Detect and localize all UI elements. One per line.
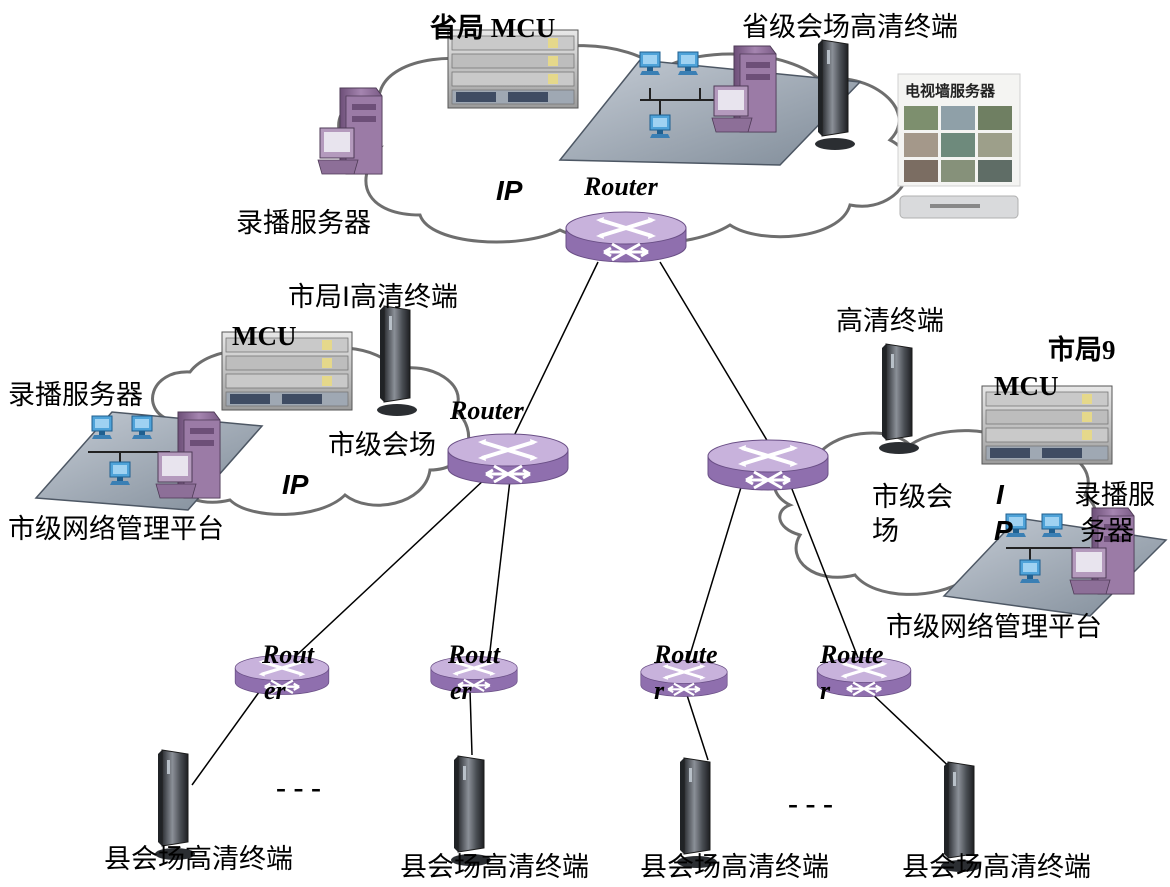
city-left-pc-2 <box>131 415 153 440</box>
city-left-nms-label: 市级网络管理平台 <box>8 514 224 545</box>
city-right-router <box>706 438 830 492</box>
province-router <box>564 210 688 264</box>
county-terminal-2 <box>450 755 492 867</box>
city-right-mcu-label: MCU <box>994 371 1059 401</box>
city-right-nms-label: 市级网络管理平台 <box>886 612 1102 643</box>
ellipsis-left: - - - <box>276 771 321 804</box>
city-left-venue-label: 市级会场 <box>328 430 436 461</box>
city-right-venue-label-line2: 场 <box>872 516 899 547</box>
city-right-ip-label-line2: P <box>994 515 1013 546</box>
county-terminal-3-label: 县会场高清终端 <box>640 852 829 883</box>
city-right-bureau-label: 市局9 <box>1048 335 1116 365</box>
county-router-4-label-line1: Route <box>820 640 884 669</box>
province-lan-segment <box>558 59 862 166</box>
city-left-router <box>446 432 570 486</box>
tv-wall-server: 电视墙服务器 <box>897 73 1021 219</box>
tv-wall-title: 电视墙服务器 <box>905 82 996 100</box>
city-left-hd-terminal-label: 市局I高清终端 <box>288 282 458 313</box>
city-left-ip-label: IP <box>282 469 309 500</box>
city-right-venue-label-line1: 市级会 <box>872 482 953 513</box>
province-recording-server <box>317 87 383 175</box>
county-router-4-label-line2: r <box>820 676 831 705</box>
county-terminal-2-label: 县会场高清终端 <box>400 852 589 883</box>
county-router-2-label-line1: Rout <box>448 640 501 669</box>
province-pc-1 <box>639 51 661 76</box>
county-terminal-1-label: 县会场高清终端 <box>104 844 293 875</box>
county-router-1-label-line2: er <box>264 676 286 705</box>
county-router-1-label-line1: Rout <box>262 640 315 669</box>
city-right-hd-terminal-label: 高清终端 <box>836 306 944 337</box>
province-router-label: Router <box>584 172 658 201</box>
city-right-pc-2 <box>1041 513 1063 538</box>
province-pc-2 <box>677 51 699 76</box>
city-left-pc-1 <box>91 415 113 440</box>
city-right-hd-terminal <box>878 343 920 455</box>
city-left-recorder-label: 录播服务器 <box>8 380 143 411</box>
province-recorder-label: 录播服务器 <box>236 208 371 239</box>
county-terminal-4-label: 县会场高清终端 <box>902 852 1091 883</box>
network-links <box>191 261 959 786</box>
city-right-pc-3 <box>1019 559 1041 584</box>
county-router-3-label-line2: r <box>654 676 665 705</box>
province-pc-3 <box>649 114 671 139</box>
city-right-recorder-label-line1: 录播服 <box>1074 480 1155 511</box>
province-mcu-label: 省局 MCU <box>430 13 556 43</box>
city-left-mcu-label: MCU <box>232 321 297 351</box>
city-right-ip-label-line1: I <box>996 479 1004 510</box>
tv-wall-screens <box>904 106 1012 182</box>
county-router-3-label-line1: Route <box>654 640 718 669</box>
county-router-2-label-line2: er <box>450 676 472 705</box>
city-right-recorder-label-line2: 务器 <box>1080 516 1134 547</box>
province-ip-label: IP <box>496 175 523 206</box>
city-left-pc-3 <box>109 461 131 486</box>
ellipsis-right: - - - <box>788 787 833 820</box>
province-hd-terminal-label: 省级会场高清终端 <box>742 12 958 43</box>
city-left-router-label: Router <box>450 396 524 425</box>
